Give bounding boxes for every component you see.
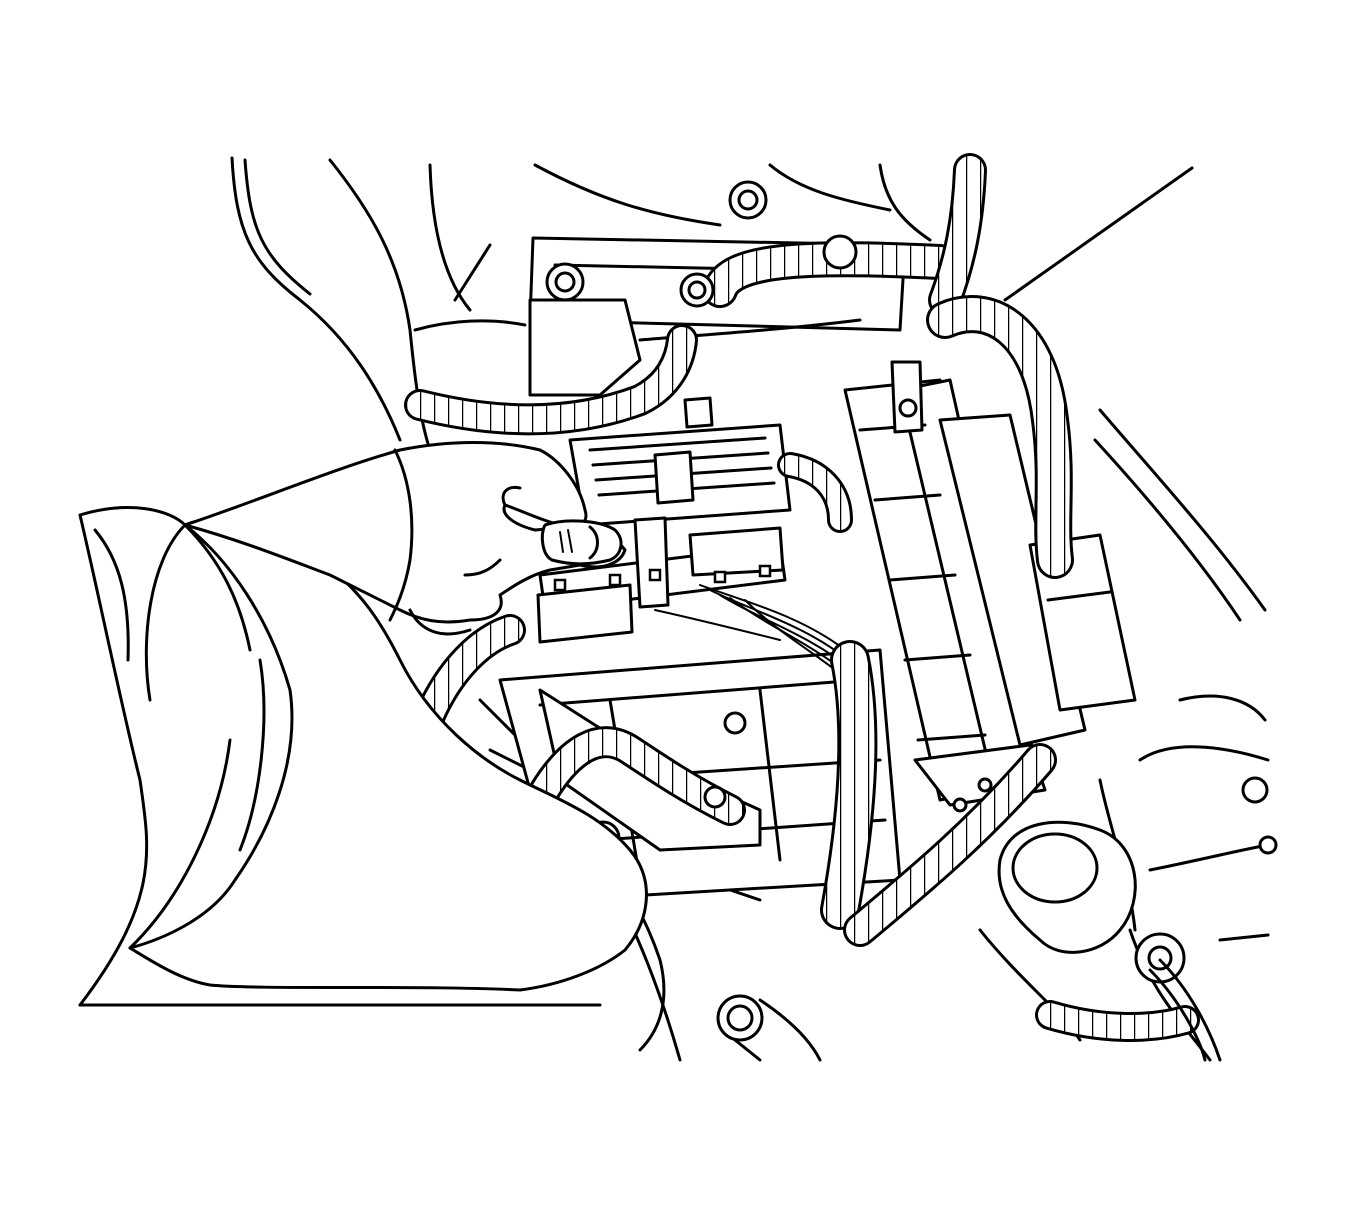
wiring-harness-corrugated — [404, 153, 1200, 1042]
sleeve — [78, 506, 648, 1007]
hand-icon — [183, 441, 627, 652]
